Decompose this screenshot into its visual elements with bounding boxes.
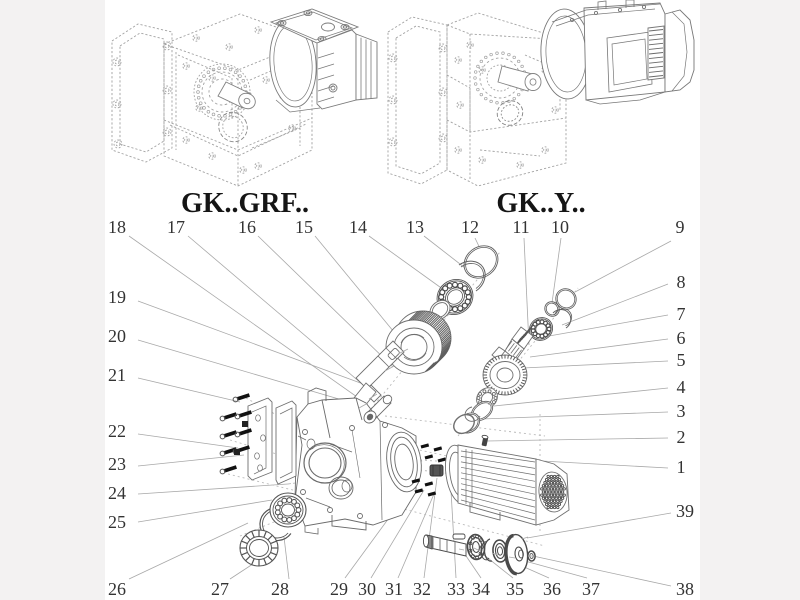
svg-text:16: 16 bbox=[238, 217, 256, 237]
svg-text:3: 3 bbox=[677, 401, 686, 421]
svg-text:12: 12 bbox=[461, 217, 479, 237]
svg-text:5: 5 bbox=[677, 350, 686, 370]
svg-text:14: 14 bbox=[349, 217, 367, 237]
svg-text:10: 10 bbox=[551, 217, 569, 237]
svg-text:39: 39 bbox=[676, 501, 694, 521]
svg-text:13: 13 bbox=[406, 217, 424, 237]
svg-text:34: 34 bbox=[472, 579, 490, 599]
svg-text:11: 11 bbox=[512, 217, 529, 237]
svg-text:25: 25 bbox=[108, 512, 126, 532]
svg-text:19: 19 bbox=[108, 287, 126, 307]
svg-text:31: 31 bbox=[385, 579, 403, 599]
svg-text:22: 22 bbox=[108, 421, 126, 441]
svg-text:23: 23 bbox=[108, 454, 126, 474]
svg-text:24: 24 bbox=[108, 483, 126, 503]
svg-text:9: 9 bbox=[676, 217, 685, 237]
svg-text:17: 17 bbox=[167, 217, 185, 237]
svg-text:38: 38 bbox=[676, 579, 694, 599]
svg-text:35: 35 bbox=[506, 579, 524, 599]
svg-text:15: 15 bbox=[295, 217, 313, 237]
svg-text:GK..GRF..: GK..GRF.. bbox=[181, 188, 309, 219]
svg-text:36: 36 bbox=[543, 579, 561, 599]
svg-text:29: 29 bbox=[330, 579, 348, 599]
svg-text:27: 27 bbox=[211, 579, 229, 599]
svg-text:1: 1 bbox=[677, 457, 686, 477]
svg-text:33: 33 bbox=[447, 579, 465, 599]
svg-text:18: 18 bbox=[108, 217, 126, 237]
svg-text:7: 7 bbox=[677, 304, 686, 324]
svg-text:4: 4 bbox=[677, 377, 686, 397]
svg-text:6: 6 bbox=[677, 328, 686, 348]
svg-text:GK..Y..: GK..Y.. bbox=[496, 188, 585, 219]
svg-text:30: 30 bbox=[358, 579, 376, 599]
svg-text:28: 28 bbox=[271, 579, 289, 599]
svg-text:26: 26 bbox=[108, 579, 126, 599]
svg-text:37: 37 bbox=[582, 579, 600, 599]
svg-text:20: 20 bbox=[108, 326, 126, 346]
svg-text:32: 32 bbox=[413, 579, 431, 599]
svg-text:2: 2 bbox=[677, 427, 686, 447]
svg-text:21: 21 bbox=[108, 365, 126, 385]
svg-text:8: 8 bbox=[677, 272, 686, 292]
